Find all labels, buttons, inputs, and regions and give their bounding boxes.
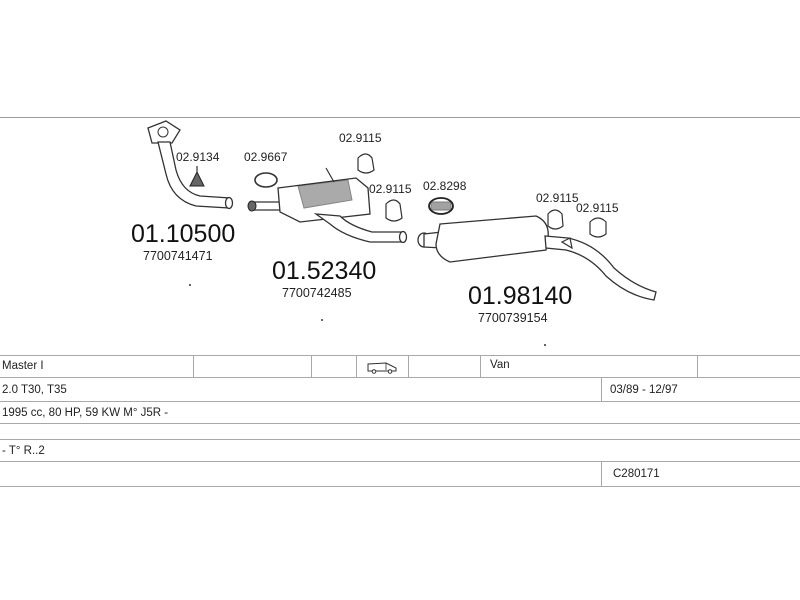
oem-number: 7700739154 (478, 311, 548, 325)
gasket-02-9667[interactable] (254, 172, 278, 188)
part-number: 01.98140 (468, 282, 572, 310)
accessory-label: 02.9115 (339, 131, 382, 145)
accessory-label: 02.9134 (176, 150, 220, 164)
dates-cell: 03/89 - 12/97 (610, 384, 678, 396)
accessory-label: 02.8298 (423, 179, 467, 193)
table-row: 2.0 T30, T35 03/89 - 12/97 (0, 377, 800, 402)
rubber-mount-02-9115-a[interactable] (357, 153, 375, 174)
rubber-mount-02-9115-c[interactable] (547, 209, 564, 230)
oem-number: 7700741471 (143, 249, 213, 263)
part-number: 01.10500 (131, 220, 235, 248)
accessory-label: 02.9667 (244, 150, 288, 164)
diagram-frame (0, 117, 800, 490)
table-row: - T° R..2 (0, 439, 800, 462)
accessory-label: 02.9115 (369, 182, 412, 196)
engine-spec-cell: 1995 cc, 80 HP, 59 KW M° J5R - (2, 407, 169, 419)
rubber-mount-02-9115-d[interactable] (589, 217, 607, 238)
van-icon (367, 362, 397, 374)
rear-silencer[interactable] (417, 215, 657, 301)
table-row (0, 423, 800, 440)
oem-number: 7700742485 (282, 286, 352, 300)
code-cell: C280171 (613, 468, 660, 480)
accessory-label: 02.9115 (576, 201, 619, 215)
model-cell: Master I (2, 360, 44, 372)
exhaust-diagram: 02.9134 02.9667 02.9115 02.9115 02.8298 … (131, 120, 657, 346)
part-number: 01.52340 (272, 257, 376, 285)
notes-cell: - T° R..2 (2, 445, 45, 457)
clamp-02-9134[interactable] (189, 166, 205, 187)
table-row: 1995 cc, 80 HP, 59 KW M° J5R - (0, 401, 800, 424)
accessory-label: 02.9115 (536, 191, 579, 205)
clamp-02-8298[interactable] (428, 197, 454, 215)
table-row: Master I Van (0, 355, 800, 378)
body-type-cell: Van (490, 359, 510, 371)
engine-models-cell: 2.0 T30, T35 (2, 384, 67, 396)
front-pipe[interactable] (147, 120, 234, 210)
middle-silencer[interactable] (247, 167, 408, 244)
table-row: C280171 (0, 461, 800, 487)
rubber-mount-02-9115-b[interactable] (385, 199, 403, 222)
